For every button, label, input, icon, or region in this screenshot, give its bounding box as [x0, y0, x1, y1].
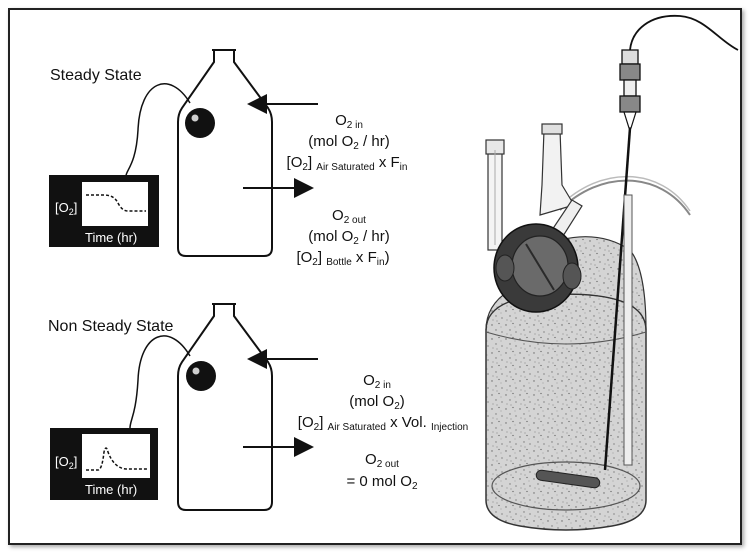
steady-bottle	[177, 49, 273, 257]
nonsteady-bottle	[177, 303, 273, 511]
reactor-cap	[493, 223, 582, 313]
svg-text:(mol O2 / hr): (mol O2 / hr)	[308, 133, 389, 152]
svg-text:[O2]: [O2]	[55, 200, 77, 217]
svg-text:O2 out: O2 out	[365, 451, 399, 470]
nonsteady-state-title: Non Steady State	[48, 318, 174, 335]
svg-text:O2 in: O2 in	[335, 112, 363, 131]
nonsteady-o2-out-label: O2 out = 0 mol O2	[346, 451, 417, 492]
bioreactor-illustration	[485, 15, 739, 531]
steady-probe-cable	[125, 83, 191, 177]
svg-text:= 0 mol O2: = 0 mol O2	[346, 473, 417, 492]
svg-text:O2 in: O2 in	[363, 372, 391, 391]
steady-state-panel: Steady State [O2] Time (hr) O2 in	[49, 49, 408, 268]
culture-jar	[485, 293, 647, 531]
svg-text:O2 out: O2 out	[332, 207, 366, 226]
steady-oxygen-probe	[185, 108, 215, 138]
svg-text:[O2] Air Saturated x Fin: [O2] Air Saturated x Fin	[287, 154, 408, 173]
stir-bar	[535, 469, 601, 489]
steady-o2-out-label: O2 out (mol O2 / hr) [O2] Bottle x Fin)	[296, 207, 389, 268]
nonsteady-probe-cable	[129, 335, 191, 429]
nonsteady-monitor-ylabel: [O	[55, 454, 69, 469]
svg-text:[O2]: [O2]	[55, 454, 77, 471]
sampling-tube	[623, 194, 633, 466]
steady-monitor-ylabel: [O	[55, 200, 69, 215]
nonsteady-monitor-xlabel: Time (hr)	[85, 482, 137, 497]
svg-text:(mol O2): (mol O2)	[349, 393, 405, 412]
svg-text:[O2] Air Saturated x Vol. Inje: [O2] Air Saturated x Vol. Injection	[298, 414, 468, 433]
nonsteady-oxygen-probe	[186, 361, 216, 391]
steady-state-title: Steady State	[50, 67, 142, 84]
nonsteady-o2-in-label: O2 in (mol O2) [O2] Air Saturated x Vol.…	[298, 372, 468, 433]
center-tube	[539, 129, 575, 216]
svg-text:(mol O2 / hr): (mol O2 / hr)	[308, 228, 389, 247]
nonsteady-monitor: [O2] Time (hr)	[50, 428, 158, 500]
nonsteady-state-panel: Non Steady State [O2] Time (hr) O2 in (m…	[48, 303, 468, 511]
svg-text:[O2] Bottle x Fin): [O2] Bottle x Fin)	[296, 249, 389, 268]
needle-probe	[603, 49, 641, 471]
steady-o2-in-label: O2 in (mol O2 / hr) [O2] Air Saturated x…	[287, 112, 408, 173]
steady-monitor-xlabel: Time (hr)	[85, 230, 137, 245]
steady-monitor: [O2] Time (hr)	[49, 175, 159, 247]
probe-wire	[629, 15, 739, 51]
